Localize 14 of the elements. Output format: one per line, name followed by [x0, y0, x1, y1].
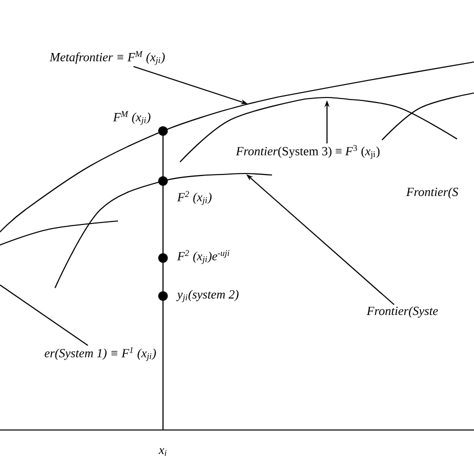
frontier-label: er(System 1) ≡ F$^{1}$ (x$_{ji}$)	[44, 347, 156, 361]
math-label: Frontier(S	[406, 187, 458, 199]
math-label: F$^{M}$ (x$_{ji}$)	[113, 111, 150, 125]
math-label: F$^{2}$ (x$_{ji}$)	[177, 191, 212, 205]
math-label: y$_{ji}$(system 2)	[176, 290, 239, 302]
frontier-curve	[304, 96, 350, 100]
math-label: F$^{2}$ (x$_{ji}$)e$^{-uji}$	[177, 250, 230, 264]
frontier-curve	[222, 96, 278, 112]
leader-line	[0, 284, 88, 346]
frontier-label: Frontier(System 3) ≡ F$^{3}$ (x$_{ji}$)	[236, 145, 380, 159]
math-label: x$_{i}$	[158, 448, 166, 456]
frontier-label: Metafrontier ≡ F$^{M}$ (x$_{ji}$)	[50, 51, 165, 65]
frontier-label: Frontier(Syste	[366, 306, 438, 318]
frontier-curve	[222, 172, 272, 176]
